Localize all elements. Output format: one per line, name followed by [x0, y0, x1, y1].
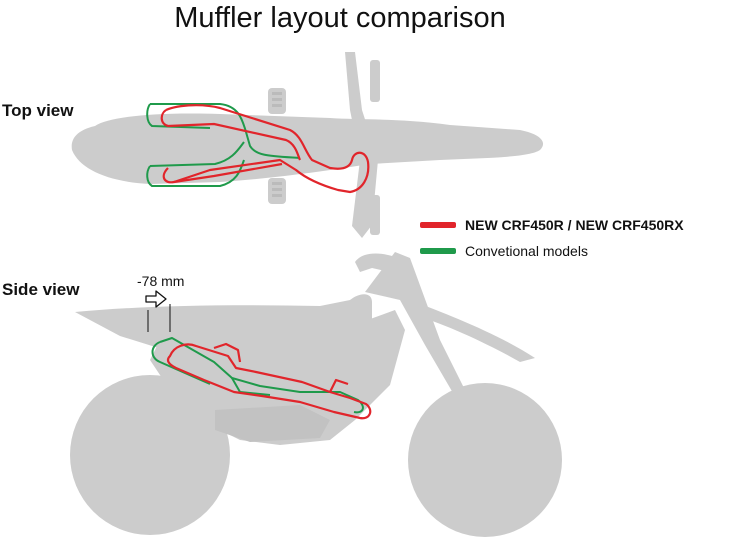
legend-item-new: NEW CRF450R / NEW CRF450RX [420, 212, 684, 238]
side-view-label: Side view [2, 280, 80, 299]
top-view-label: Top view [2, 101, 74, 120]
footpeg-icon-bottom [272, 92, 282, 197]
top-view-new-exhaust [160, 104, 370, 194]
rear-wheel [70, 375, 230, 535]
legend-label-new: NEW CRF450R / NEW CRF450RX [465, 217, 684, 233]
legend-label-conventional: Convetional models [465, 243, 588, 259]
dimension-label: -78 mm [137, 273, 185, 289]
legend-item-conventional: Convetional models [420, 238, 684, 264]
dimension-marker [147, 304, 171, 332]
legend-swatch-new [420, 222, 456, 228]
side-view-silhouette [70, 252, 562, 537]
legend: NEW CRF450R / NEW CRF450RX Convetional m… [420, 212, 684, 264]
side-view-new-exhaust [166, 342, 372, 420]
top-view-silhouette [71, 52, 544, 238]
right-arrow-icon [145, 290, 167, 308]
legend-swatch-conventional [420, 248, 456, 254]
diagram-title: Muffler layout comparison [174, 2, 506, 34]
